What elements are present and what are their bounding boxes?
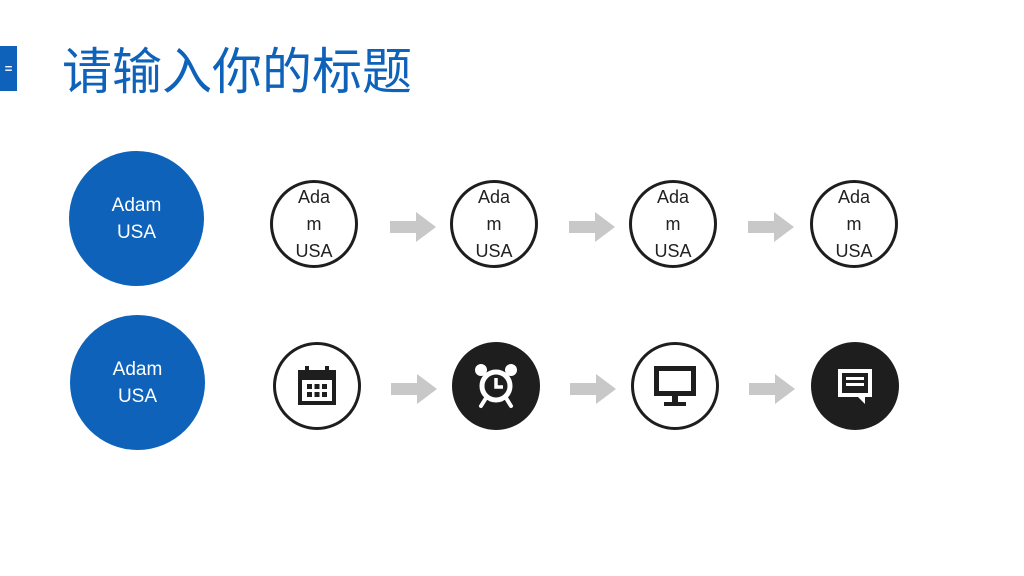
row2-step-chat	[811, 342, 899, 430]
arrow-right-icon	[748, 212, 794, 242]
arrow-right-icon	[390, 212, 436, 242]
row1-step-4-label: Ada m USA	[835, 186, 873, 261]
page-title: 请输入你的标题	[62, 43, 412, 101]
arrow-right-icon	[391, 374, 437, 404]
row1-step-4: Ada m USA	[810, 180, 898, 268]
row1-main-circle: Adam USA	[69, 151, 204, 286]
row2-step-monitor	[631, 342, 719, 430]
row2-step-alarm	[452, 342, 540, 430]
arrow-right-icon	[570, 374, 616, 404]
chat-bubble-icon	[838, 369, 872, 404]
row1-step-1-label: Ada m USA	[295, 186, 333, 261]
row1-main-label: Adam USA	[111, 194, 162, 243]
arrow-right-icon	[569, 212, 615, 242]
monitor-icon	[654, 366, 696, 406]
row1-step-1: Ada m USA	[270, 180, 358, 268]
alarm-clock-icon	[475, 364, 517, 408]
row1-step-2: Ada m USA	[450, 180, 538, 268]
calendar-icon	[298, 366, 336, 405]
row2-main-circle: Adam USA	[70, 315, 205, 450]
arrow-right-icon	[749, 374, 795, 404]
title-marker: =	[0, 46, 17, 91]
row2-step-calendar	[273, 342, 361, 430]
row1-step-3: Ada m USA	[629, 180, 717, 268]
row2-main-label: Adam USA	[112, 358, 163, 407]
row1-step-3-label: Ada m USA	[654, 186, 692, 261]
row1-step-2-label: Ada m USA	[475, 186, 513, 261]
